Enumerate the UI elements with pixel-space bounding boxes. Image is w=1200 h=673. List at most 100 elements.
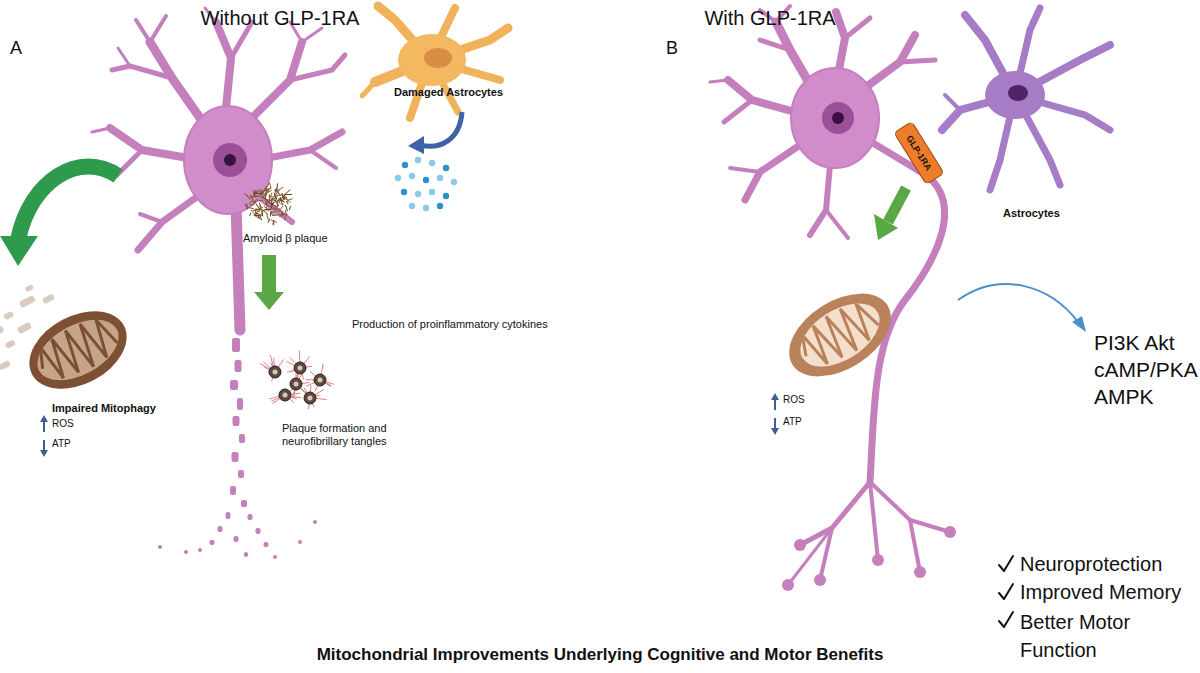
damaged-neuron — [92, 128, 110, 132]
axon-fragment — [230, 380, 238, 390]
healthy-neuron — [710, 6, 950, 585]
label: Impaired Mitophagy — [52, 402, 156, 415]
plaque-fiber — [282, 194, 284, 200]
label: ATP — [52, 438, 71, 450]
healthy-neuron — [788, 528, 832, 585]
healthy-neuron — [710, 80, 728, 82]
astrocyte — [945, 95, 960, 110]
plaque-fiber — [250, 195, 251, 198]
plaque-fiber — [273, 220, 274, 225]
down-arrow — [262, 255, 276, 295]
change-arrow — [771, 393, 779, 435]
axon-terminal — [872, 554, 884, 566]
damaged-neuron — [150, 16, 166, 42]
curved-arrow — [1072, 316, 1086, 332]
cytokine-dot — [429, 189, 435, 195]
change-arrow — [40, 415, 48, 457]
plaque-fiber — [266, 199, 271, 204]
change-arrow — [40, 450, 48, 457]
damaged-mitochondrion — [4, 339, 16, 349]
axon-fragment — [198, 548, 202, 552]
healthy-mitochondrion — [789, 290, 890, 379]
axon-terminal — [944, 526, 956, 538]
astrocyte-body — [398, 34, 466, 86]
cytokine-dot — [415, 191, 421, 197]
curved-arrow — [408, 112, 462, 154]
cytokine-dot — [409, 203, 415, 209]
healthy-neuron — [776, 22, 812, 88]
plaque-fiber — [257, 200, 263, 201]
healthy-neuron — [870, 482, 920, 572]
plaque-fiber — [289, 206, 291, 210]
plaque-fiber — [253, 209, 261, 211]
axon-fragment — [244, 552, 248, 557]
healthy-neuron — [836, 12, 845, 75]
plaque-fiber — [259, 214, 263, 218]
neurofibrillary-tangles — [260, 351, 334, 410]
tangle-center — [318, 378, 323, 383]
change-arrow — [771, 428, 779, 435]
healthy-neuron — [826, 210, 848, 238]
plaque-fiber — [268, 218, 270, 222]
tangle-center — [283, 393, 288, 398]
cytokine-dot — [423, 205, 429, 211]
axon-fragment — [273, 555, 277, 559]
damaged-astrocyte — [362, 6, 508, 118]
plaque-fiber — [262, 193, 263, 197]
healthy-neuron — [870, 482, 878, 560]
axon-terminal — [782, 526, 956, 591]
healthy-neuron — [900, 60, 935, 62]
plaque-fiber — [285, 210, 287, 216]
plaque-fiber — [287, 201, 289, 204]
label: B — [666, 38, 678, 60]
plaque-fiber — [244, 193, 249, 198]
healthy-neuron — [730, 168, 760, 172]
plaque-fiber — [245, 204, 246, 207]
axon-terminal — [814, 574, 826, 586]
healthy-neuron — [910, 520, 950, 532]
axon-fragment — [234, 536, 239, 542]
tangle-core — [290, 378, 302, 390]
damaged-mitochondrion — [0, 255, 140, 417]
healthy-neuron — [810, 165, 830, 235]
tangle-center — [308, 396, 313, 401]
healthy-mitochondrion — [774, 276, 905, 393]
plaque-fiber — [255, 213, 258, 215]
axon-fragment — [233, 416, 240, 426]
plaque-fiber — [284, 194, 292, 195]
label: Neuroprotection — [1020, 552, 1162, 576]
label: ATP — [783, 416, 802, 428]
axon-terminal — [914, 566, 926, 578]
plaque-fiber — [272, 213, 276, 214]
plaque-fiber — [265, 191, 272, 194]
label: Damaged Astrocytes — [394, 86, 503, 99]
damaged-mitochondrion — [3, 311, 15, 321]
tangle-core — [269, 366, 281, 378]
down-arrow — [874, 214, 898, 240]
damaged-neuron — [268, 132, 342, 158]
damaged-mitochondrion — [17, 322, 33, 335]
axon-fragment — [239, 434, 245, 443]
tangle-center — [294, 382, 299, 387]
healthy-neuron — [845, 18, 870, 38]
tangle-core — [304, 392, 316, 404]
damaged-neuron — [118, 48, 130, 66]
tangle-center — [273, 370, 278, 375]
plaque-fiber — [266, 209, 271, 211]
down-arrow — [254, 255, 284, 310]
plaque-fiber — [270, 210, 272, 216]
cytokine-dot — [437, 175, 443, 181]
axon-fragment — [232, 338, 240, 352]
axon-fragment — [158, 545, 162, 549]
curved-arrow — [0, 167, 118, 266]
nucleolus — [832, 112, 844, 124]
nucleus — [1008, 85, 1028, 101]
label: AMPK — [1094, 384, 1154, 409]
damaged-neuron — [136, 20, 150, 42]
plaque-fiber — [265, 186, 267, 189]
amyloid-plaque — [244, 183, 292, 226]
label: PI3K Akt — [1094, 330, 1175, 355]
axon-fragment — [298, 540, 302, 544]
plaque-fiber — [267, 214, 268, 220]
